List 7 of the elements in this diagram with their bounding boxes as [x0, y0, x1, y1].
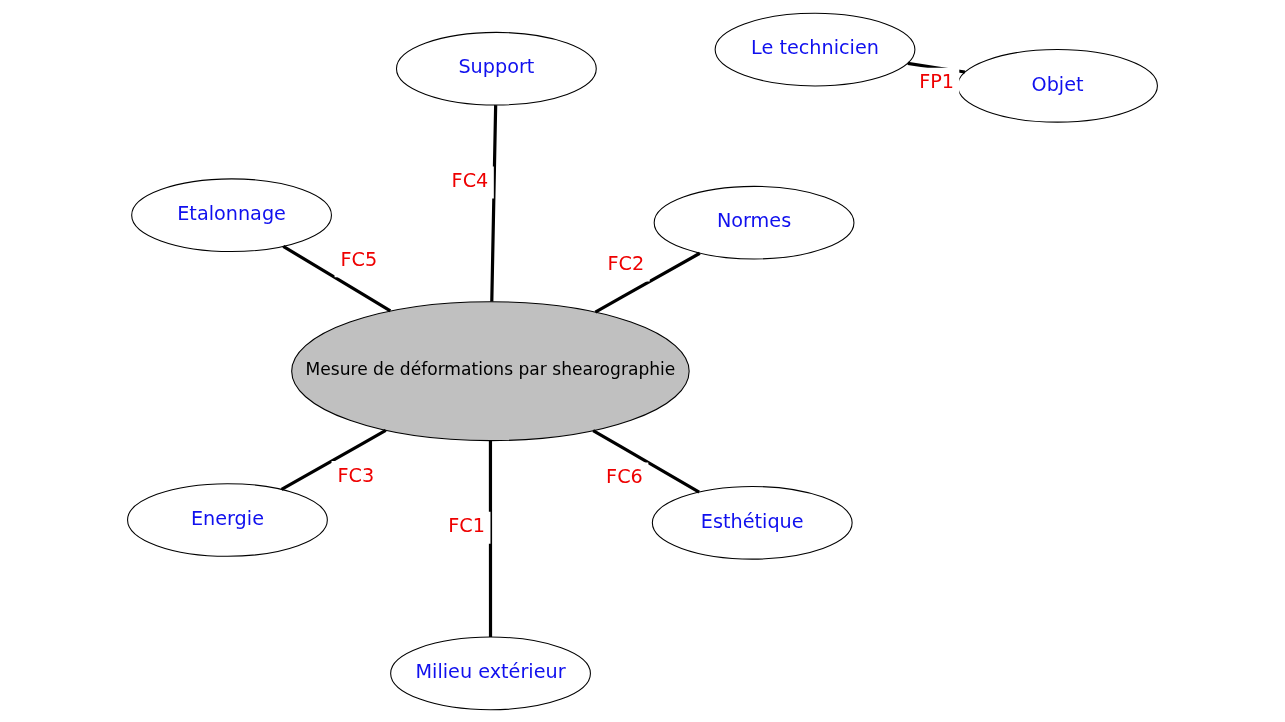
edge-label: FC2: [607, 251, 645, 275]
edge-label: FP1: [919, 69, 955, 93]
edge-label: FC5: [340, 247, 378, 271]
edge-label: FC3: [337, 463, 375, 487]
edge-label: FC6: [606, 464, 643, 488]
edge-label: FC1: [448, 513, 485, 537]
edge-label: FC4: [451, 168, 489, 192]
